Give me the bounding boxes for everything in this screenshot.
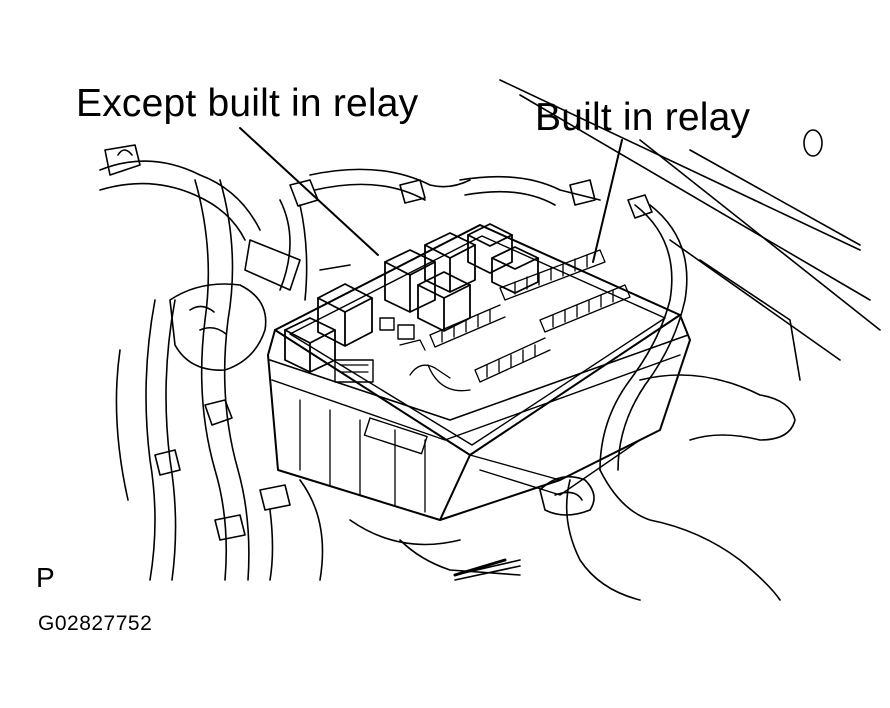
relay-5: [418, 272, 470, 331]
label-built-in-relay: Built in relay: [535, 96, 751, 139]
engine-bay-background: [100, 80, 880, 600]
relay-3: [385, 250, 435, 312]
relay-6: [468, 224, 512, 273]
label-except-built-in-relay: Except built in relay: [76, 82, 419, 125]
relay-1: [285, 318, 335, 372]
relay-block-housing: [268, 225, 690, 575]
figure-id: G02827752: [38, 612, 153, 635]
relay-block-top-rim: [290, 236, 665, 445]
leader-lines: [240, 128, 622, 262]
position-code: P: [36, 562, 55, 593]
relay-block-right-face: [440, 315, 690, 520]
relay-2: [318, 284, 372, 346]
fuse-rows: [400, 250, 630, 391]
leader-built-in-relay: [593, 140, 622, 262]
relay-block-left-face: [268, 330, 470, 520]
leader-except-built-in-relay: [240, 128, 378, 255]
